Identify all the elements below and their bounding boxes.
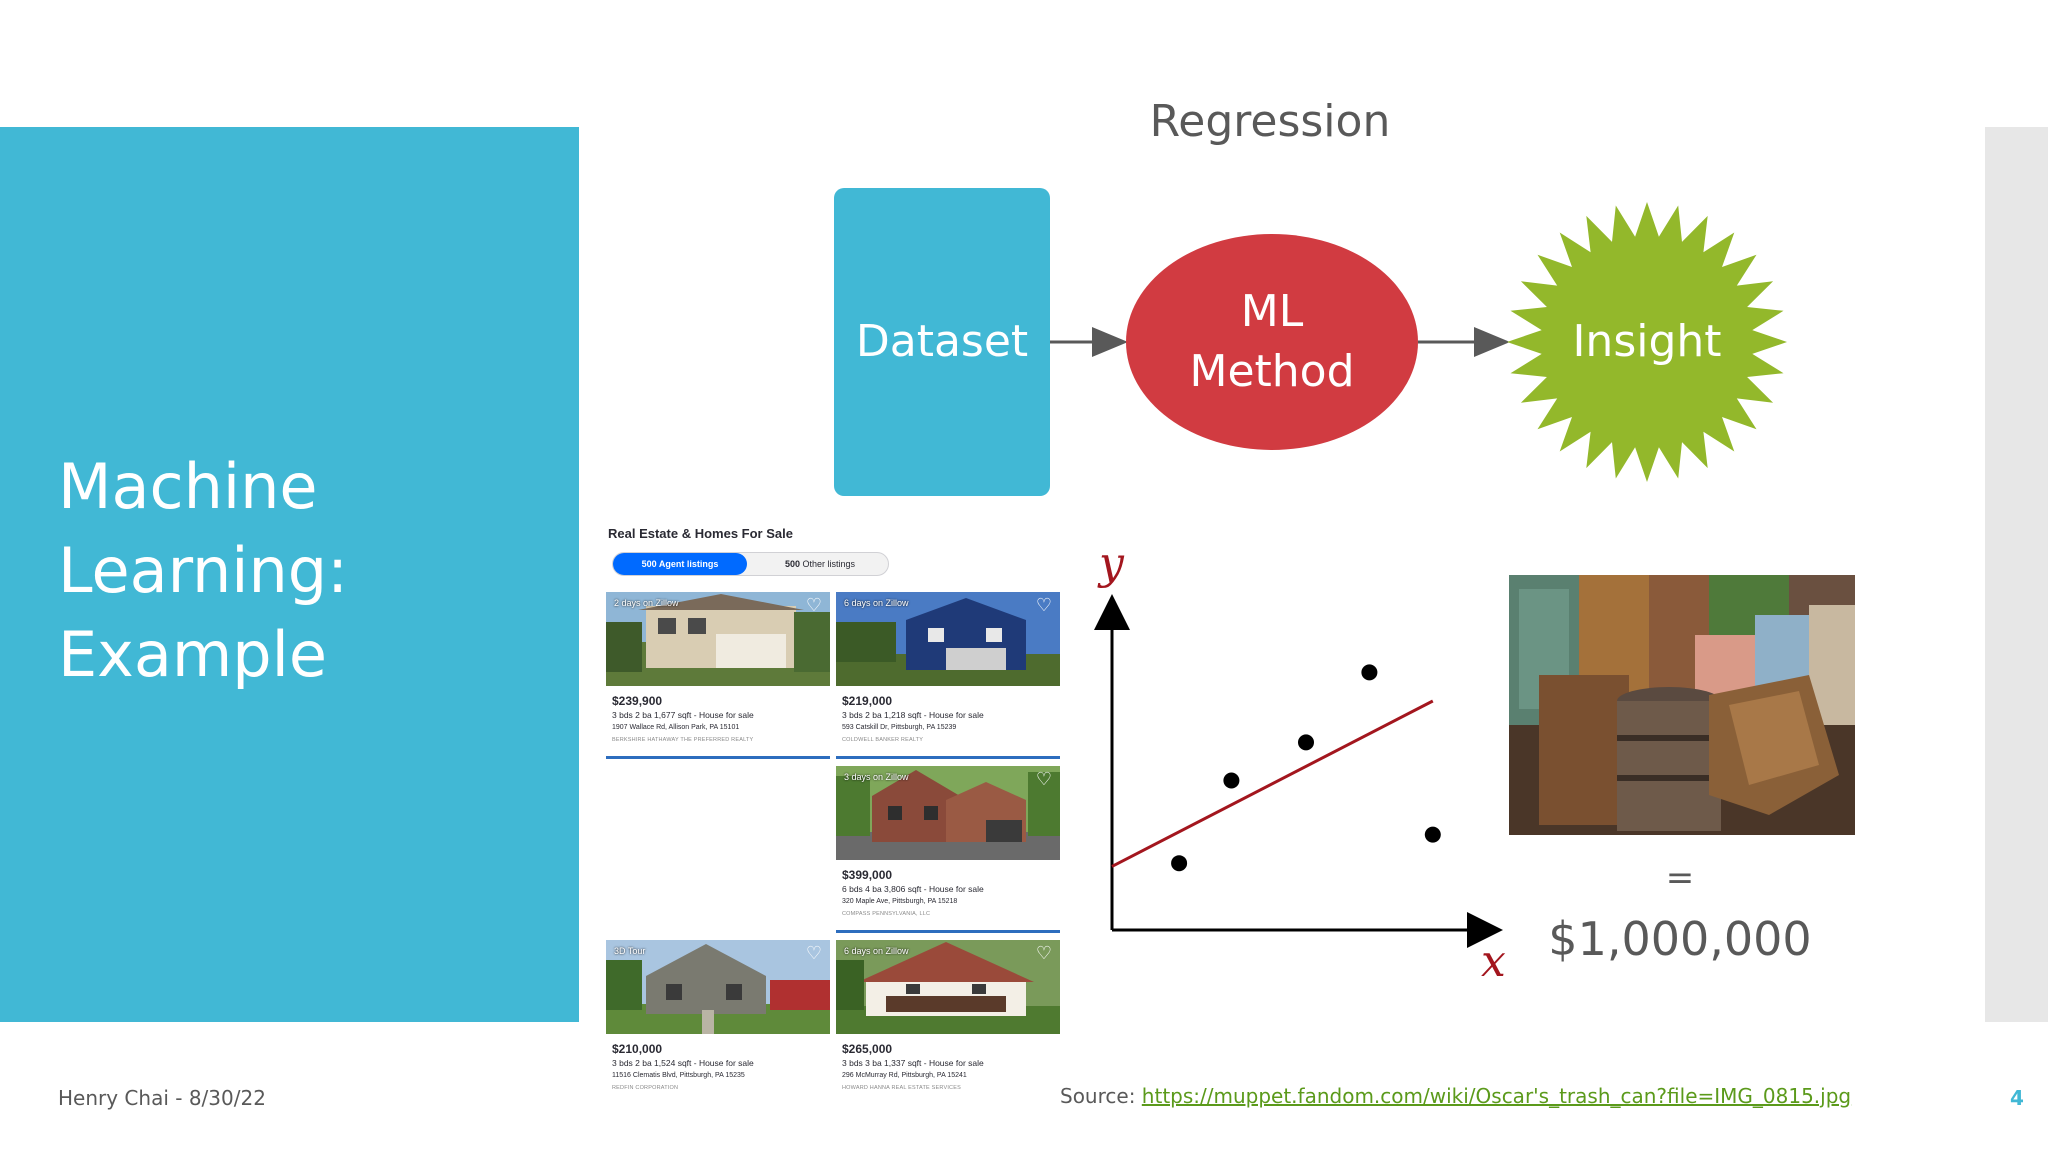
oscar-trash-can-photo: [1509, 575, 1855, 835]
listing-broker: BERKSHIRE HATHAWAY THE PREFERRED REALTY: [612, 737, 754, 743]
dataset-box: [834, 188, 1050, 496]
heart-icon[interactable]: ♡: [1035, 769, 1052, 789]
slide-title-line-3: Example: [58, 618, 327, 691]
equals-sign: =: [1665, 858, 1695, 898]
listing-price: $210,000: [612, 1042, 663, 1056]
data-point-4: [1361, 664, 1378, 681]
tab-other-label: Other listings: [802, 559, 856, 569]
slide-title-line-2: Learning:: [58, 534, 349, 607]
brokerage-logo-icon: [1038, 1088, 1052, 1102]
days-on-market-badge: 6 days on Zillow: [844, 946, 909, 956]
source-citation: Source: https://muppet.fandom.com/wiki/O…: [1060, 1084, 1851, 1108]
ml-flow-diagram: Dataset ML Method Insight: [834, 188, 1787, 496]
tab-agent-count: 500: [641, 559, 657, 569]
house-photo: [606, 940, 830, 1034]
listings-tabs: 500 Agent listings 500 Other listings: [612, 552, 889, 576]
insight-label: Insight: [1572, 316, 1721, 367]
footer-author-date: Henry Chai - 8/30/22: [58, 1086, 266, 1110]
listing-card[interactable]: 6 days on Zillow ♡ $219,000 3 bds 2 ba 1…: [836, 592, 1060, 760]
brokerage-logo-icon: [1038, 914, 1052, 928]
slide-title-line-1: Machine: [58, 450, 318, 523]
real-estate-listings: Real Estate & Homes For Sale 500 Agent l…: [600, 520, 1070, 1108]
tab-agent-label: Agent listings: [658, 559, 719, 569]
listing-details: 6 bds 4 ba 3,806 sqft - House for sale: [842, 884, 984, 894]
dataset-label: Dataset: [856, 316, 1028, 367]
house-photo: [606, 592, 830, 686]
y-axis-label: y: [1097, 540, 1125, 589]
ml-method-label-line-1: ML: [1241, 286, 1304, 337]
heart-icon[interactable]: ♡: [805, 595, 822, 615]
listing-address: 11516 Clematis Blvd, Pittsburgh, PA 1523…: [612, 1072, 745, 1079]
right-margin-strip: [1985, 127, 2048, 1022]
listing-card[interactable]: 6 days on Zillow ♡ $265,000 3 bds 3 ba 1…: [836, 940, 1060, 1108]
regression-scatter-plot: y x: [1094, 540, 1506, 987]
tab-agent-listings[interactable]: 500 Agent listings: [613, 553, 747, 575]
slide-title: Machine Learning: Example: [58, 445, 558, 697]
listing-price: $219,000: [842, 694, 893, 708]
card-divider: [606, 756, 830, 759]
days-on-market-badge: 6 days on Zillow: [844, 598, 909, 608]
brokerage-logo-icon: [808, 740, 822, 754]
title-panel: [0, 127, 579, 1022]
listing-details: 3 bds 2 ba 1,677 sqft - House for sale: [612, 710, 754, 720]
days-on-market-badge: 2 days on Zillow: [614, 598, 679, 608]
data-points: [1171, 664, 1441, 872]
predicted-price: $1,000,000: [1548, 912, 1812, 966]
listing-price: $265,000: [842, 1042, 893, 1056]
heart-icon[interactable]: ♡: [805, 943, 822, 963]
x-axis-label: x: [1481, 936, 1506, 987]
listing-card[interactable]: 3D Tour ♡ $210,000 3 bds 2 ba 1,524 sqft…: [606, 940, 830, 1108]
data-point-3: [1298, 734, 1314, 751]
listing-details: 3 bds 3 ba 1,337 sqft - House for sale: [842, 1058, 984, 1068]
card-divider: [836, 756, 1060, 759]
house-photo: [836, 766, 1060, 860]
listing-price: $399,000: [842, 868, 893, 882]
data-point-1: [1171, 855, 1188, 872]
listing-address: 320 Maple Ave, Pittsburgh, PA 15218: [842, 898, 958, 905]
ml-method-label-line-2: Method: [1189, 346, 1354, 397]
listing-address: 296 McMurray Rd, Pittsburgh, PA 15241: [842, 1072, 967, 1079]
source-link[interactable]: https://muppet.fandom.com/wiki/Oscar's_t…: [1141, 1084, 1852, 1108]
card-divider: [836, 930, 1060, 933]
listing-broker: COMPASS PENNSYLVANIA, LLC: [842, 911, 931, 917]
listings-title: Real Estate & Homes For Sale: [608, 526, 793, 541]
house-photo: [836, 592, 1060, 686]
listing-address: 1907 Wallace Rd, Allison Park, PA 15101: [612, 724, 740, 731]
listing-address: 593 Catskill Dr, Pittsburgh, PA 15239: [842, 724, 957, 731]
house-photo: [836, 940, 1060, 1034]
page-number: 4: [2010, 1086, 2024, 1110]
ml-method-ellipse: [1126, 234, 1418, 450]
listing-card[interactable]: 3 days on Zillow ♡ $399,000 6 bds 4 ba 3…: [836, 766, 1060, 934]
data-point-2: [1223, 772, 1240, 789]
source-label: Source:: [1060, 1084, 1142, 1108]
brokerage-logo-icon: [808, 1088, 822, 1102]
3d-tour-badge: 3D Tour: [614, 946, 646, 956]
days-on-market-badge: 3 days on Zillow: [844, 772, 909, 782]
regression-line: [1111, 699, 1434, 868]
heart-icon[interactable]: ♡: [1035, 943, 1052, 963]
brokerage-logo-icon: [1038, 740, 1052, 754]
listing-broker: HOWARD HANNA REAL ESTATE SERVICES: [842, 1085, 961, 1091]
listing-details: 3 bds 2 ba 1,524 sqft - House for sale: [612, 1058, 754, 1068]
section-heading: Regression: [1149, 96, 1391, 147]
insight-starburst: [1507, 202, 1787, 482]
listing-price: $239,900: [612, 694, 663, 708]
listing-details: 3 bds 2 ba 1,218 sqft - House for sale: [842, 710, 984, 720]
data-point-5: [1424, 826, 1441, 843]
listing-broker: COLDWELL BANKER REALTY: [842, 737, 924, 743]
listing-broker: REDFIN CORPORATION: [612, 1085, 679, 1091]
listing-card[interactable]: 2 days on Zillow ♡ $239,900 3 bds 2 ba 1…: [606, 592, 830, 760]
tab-other-count: 500: [784, 559, 800, 569]
tab-other-listings[interactable]: 500 Other listings: [753, 553, 887, 575]
heart-icon[interactable]: ♡: [1035, 595, 1052, 615]
